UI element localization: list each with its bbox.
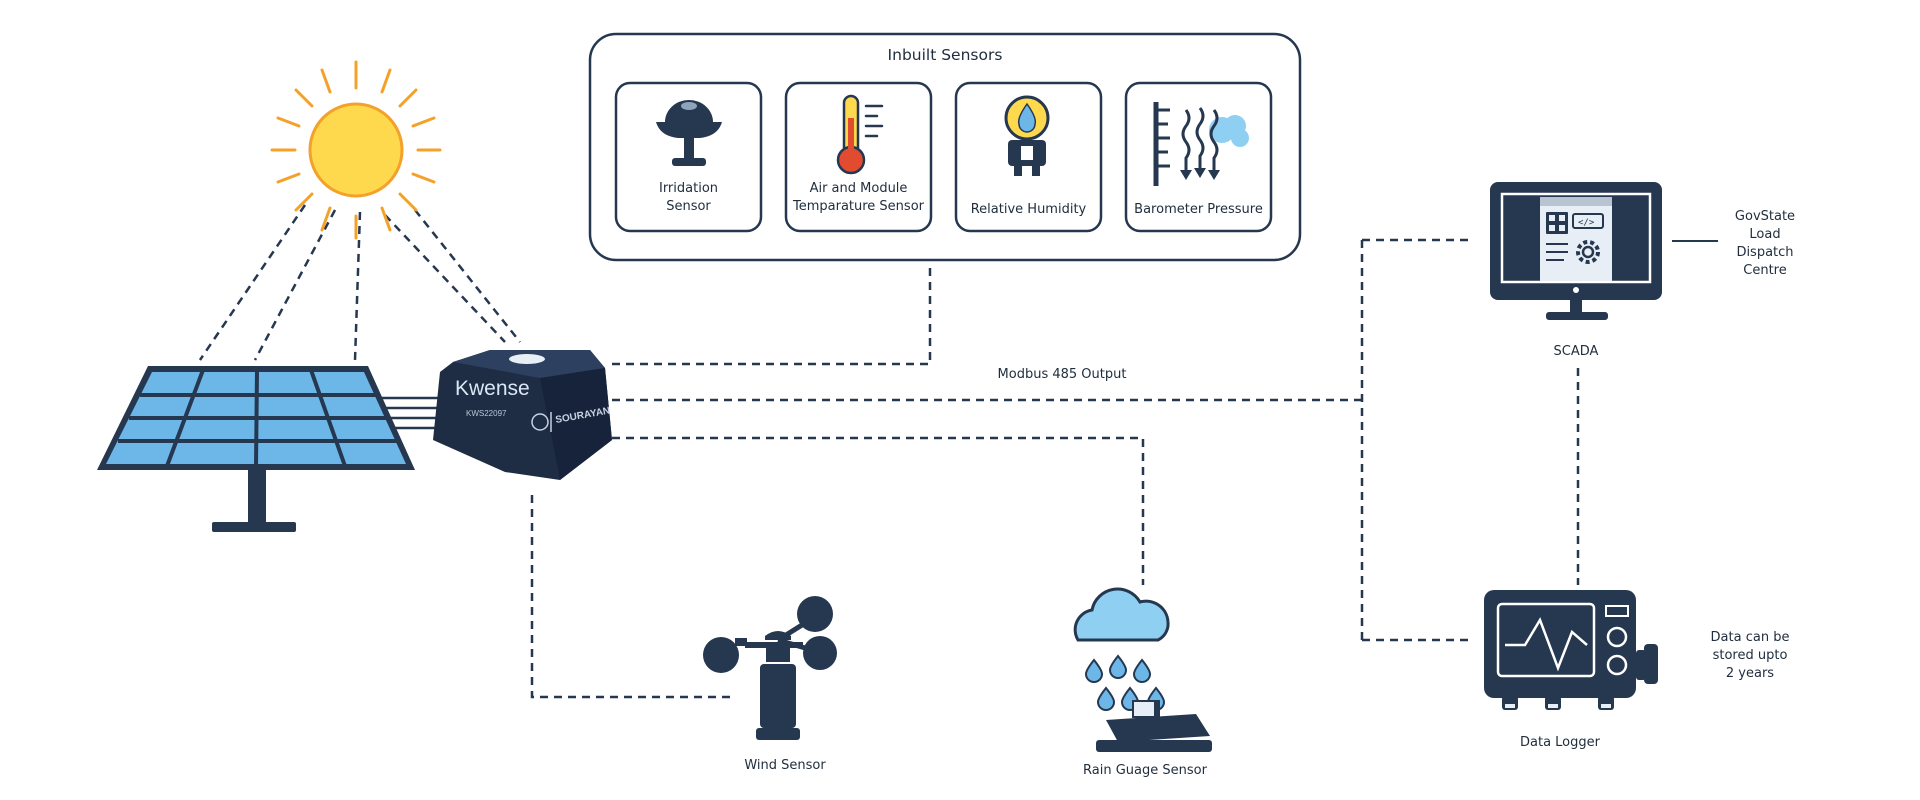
device-logo-icon	[531, 413, 549, 431]
scada-destination-line-2: Load	[1749, 227, 1781, 242]
device-brand: Kwense	[455, 377, 530, 400]
inbuilt-sensors-panel	[588, 32, 1302, 262]
scada-label: SCADA	[1553, 344, 1599, 359]
sun-icon	[270, 60, 442, 240]
modbus-label: Modbus 485 Output	[997, 367, 1127, 382]
scada-destination: GovState Load Dispatch Centre	[1720, 208, 1810, 280]
scada-destination-line-1: GovState	[1734, 209, 1796, 224]
data-logger-note-line-3: 2 years	[1725, 666, 1775, 681]
data-logger-label: Data Logger	[1520, 735, 1600, 750]
svg-text:</>: </>	[1578, 218, 1595, 228]
pyranometer-icon	[656, 100, 722, 166]
rain-gauge-icon	[1073, 587, 1212, 752]
scada-destination-line-3: Dispatch	[1736, 245, 1794, 260]
sun-line-5	[414, 209, 521, 343]
wind-sensor-icon	[703, 596, 837, 740]
sensors-to-device-line	[610, 268, 932, 366]
scada-destination-line-4: Centre	[1743, 263, 1787, 278]
data-logger-note-line-2: stored upto	[1712, 648, 1788, 663]
rain-sensor-line	[612, 436, 1145, 585]
sensor-label-irridation: Irridation Sensor	[658, 181, 719, 214]
data-logger-note-line-1: Data can be	[1710, 630, 1790, 645]
sensor-label-pressure: Barometer Pressure	[1134, 202, 1263, 217]
rain-sensor-label: Rain Guage Sensor	[1083, 763, 1207, 778]
connector-lines	[198, 204, 1580, 699]
data-logger-icon	[1484, 590, 1658, 710]
sun-line-1	[198, 204, 307, 361]
scada-monitor-icon: </>	[1490, 182, 1662, 320]
barometer-icon	[1153, 102, 1249, 186]
sensor-label-temperature: Air and Module Temparature Sensor	[792, 181, 924, 214]
sun-line-2	[253, 209, 337, 361]
wind-sensor-line	[530, 495, 735, 699]
weather-station-device: Kwense KWS22097 SOURAYAN	[433, 350, 612, 480]
solar-panel-icon	[97, 366, 448, 532]
inbuilt-sensors-title: Inbuilt Sensors	[887, 46, 1003, 64]
sensor-label-humidity: Relative Humidity	[970, 202, 1087, 217]
humidity-gauge-icon	[1004, 95, 1050, 176]
sun-line-4	[384, 214, 506, 343]
sun-line-3	[353, 211, 362, 361]
thermometer-icon	[836, 94, 884, 175]
wind-sensor-label: Wind Sensor	[744, 758, 826, 773]
data-logger-note: Data can be stored upto 2 years	[1700, 629, 1800, 683]
device-model: KWS22097	[466, 409, 507, 418]
